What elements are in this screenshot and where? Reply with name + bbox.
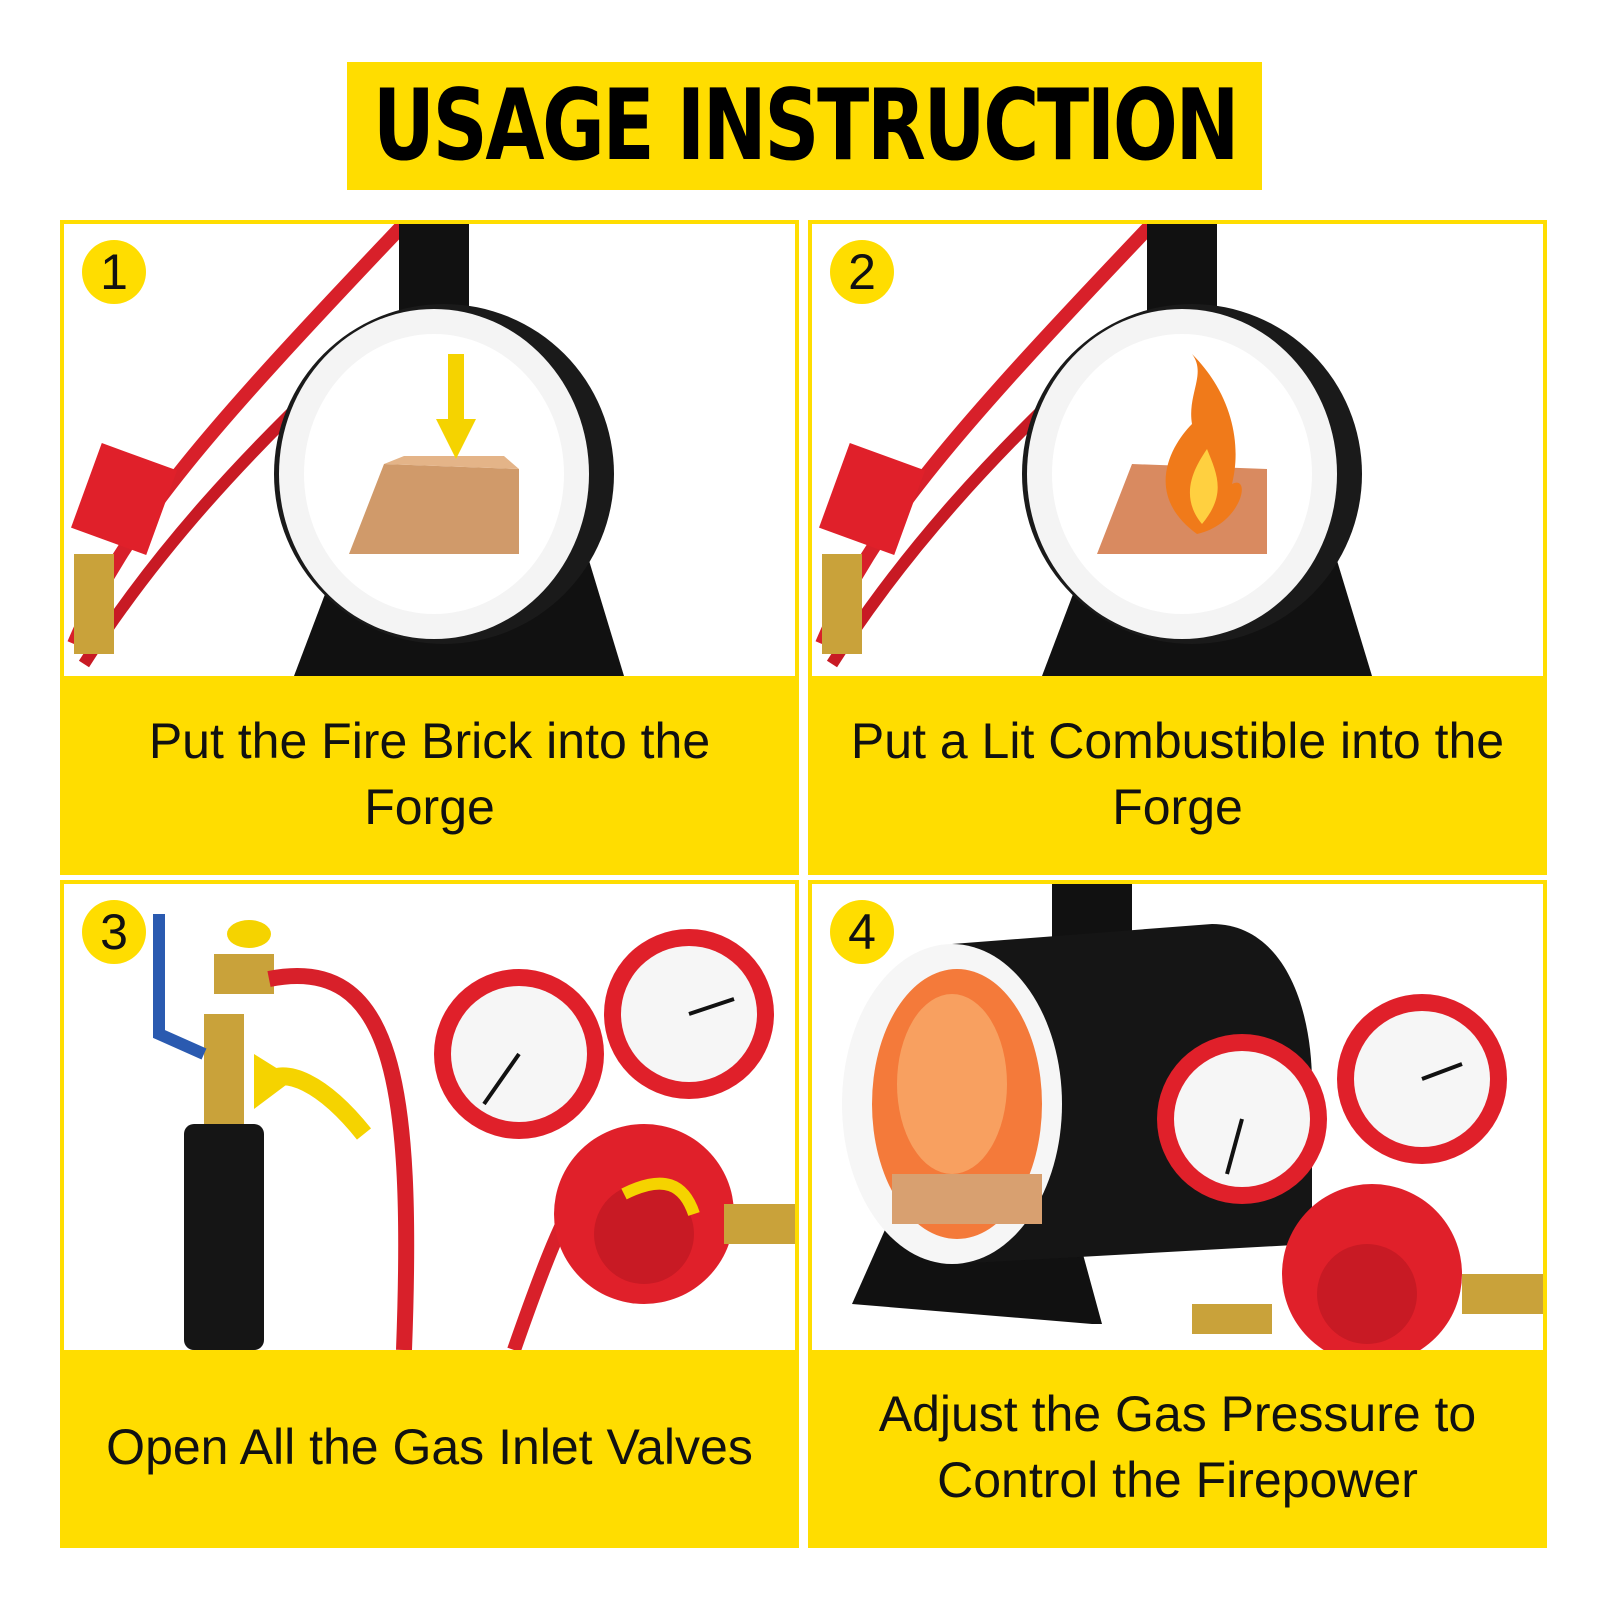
step-number-badge: 3 xyxy=(82,900,146,964)
forge-with-brick-arrow-icon xyxy=(64,224,795,676)
step-number-badge: 1 xyxy=(82,240,146,304)
glowing-forge-with-regulator-icon xyxy=(812,884,1543,1350)
forge-with-flame-icon xyxy=(812,224,1543,676)
page-title: USAGE INSTRUCTION xyxy=(372,69,1239,183)
step-3-panel: 3 Open All the Gas Inlet Valves xyxy=(60,880,799,1548)
step-4-panel: 4 Adjust the Gas Pressure to Control the… xyxy=(808,880,1547,1548)
step-caption: Open All the Gas Inlet Valves xyxy=(64,1350,795,1544)
step-caption: Put a Lit Combustible into the Forge xyxy=(812,676,1543,871)
title-banner: USAGE INSTRUCTION xyxy=(347,62,1262,190)
step-number-badge: 4 xyxy=(830,900,894,964)
step-2-panel: 2 Put a Lit Combustible into the Forge xyxy=(808,220,1547,875)
step-1-panel: 1 Put the Fire Brick into the Forge xyxy=(60,220,799,875)
step-number-badge: 2 xyxy=(830,240,894,304)
step-caption: Adjust the Gas Pressure to Control the F… xyxy=(812,1350,1543,1544)
gas-valve-and-regulator-icon xyxy=(64,884,795,1350)
step-caption: Put the Fire Brick into the Forge xyxy=(64,676,795,871)
